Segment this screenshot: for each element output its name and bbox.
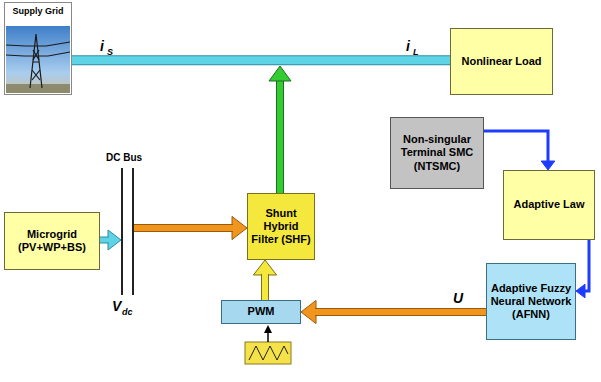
- carrier-generator: [245, 325, 291, 364]
- transmission-tower-picture: [6, 26, 70, 93]
- controller-box: Non-singular Terminal SMC (NTSMC): [390, 117, 484, 189]
- box-text: Nonlinear Load: [461, 55, 541, 68]
- law-box: Adaptive Law: [503, 170, 595, 240]
- box-text: Adaptive Law: [514, 198, 585, 211]
- signal-label: V: [112, 298, 121, 314]
- connector-arrow: [72, 60, 450, 61]
- filter-box: Shunt Hybrid Filter (SHF): [247, 193, 315, 260]
- box-text: Adaptive Fuzzy Neural Network (AFNN): [490, 282, 572, 322]
- dc-bus-bars: [122, 168, 133, 295]
- signal-label: i: [100, 38, 104, 54]
- connector-arrow: [100, 216, 247, 250]
- pwm-box: PWM: [221, 300, 301, 324]
- connector-arrow: [484, 131, 555, 170]
- grid-box: Supply Grid: [4, 2, 72, 95]
- injection-arrow: [269, 66, 291, 193]
- load-box: Nonlinear Load: [450, 28, 553, 95]
- connector-arrow: [253, 260, 276, 300]
- signal-label: U: [452, 290, 464, 306]
- connector-arrow: [576, 240, 589, 298]
- signal-label: dc: [122, 307, 133, 317]
- box-text: Shunt Hybrid Filter (SHF): [251, 207, 311, 247]
- signal-label: L: [413, 47, 419, 57]
- network-box: Adaptive Fuzzy Neural Network (AFNN): [486, 263, 576, 340]
- signal-label: DC Bus: [106, 152, 142, 163]
- signal-label: i: [406, 38, 410, 54]
- signal-label: S: [107, 47, 113, 57]
- box-text: Supply Grid: [12, 6, 63, 17]
- source-box: Microgrid (PV+WP+BS): [4, 212, 100, 270]
- box-text: Microgrid (PV+WP+BS): [8, 228, 96, 254]
- box-text: PWM: [248, 305, 275, 318]
- box-text: Non-singular Terminal SMC (NTSMC): [394, 133, 480, 173]
